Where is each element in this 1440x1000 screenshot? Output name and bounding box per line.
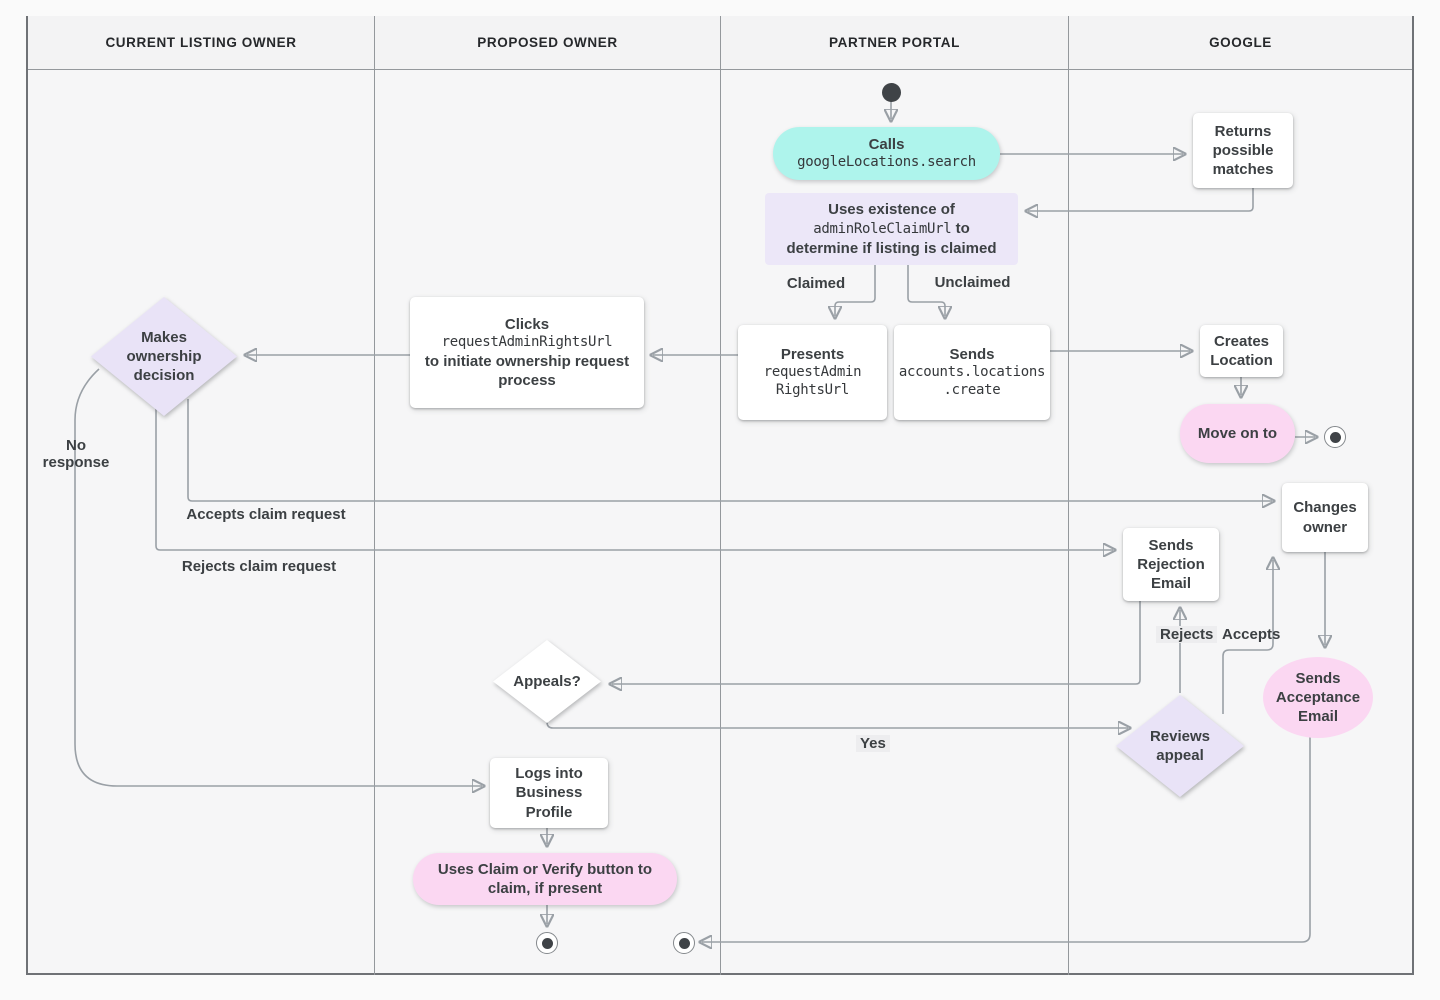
node-text: Makes ownership decision: [126, 328, 202, 385]
end-node-dot: [541, 937, 553, 949]
edge-acceptance-email-to-end: [702, 737, 1311, 942]
sends-acceptance-email-node: Sends Acceptance Email: [1263, 657, 1373, 738]
node-text: Appeals?: [513, 672, 581, 690]
edge-label-rejects-claim-request: Rejects claim request: [181, 558, 337, 575]
changes-owner-node: Changes owner: [1282, 483, 1368, 552]
returns-possible-matches-node: Returns possible matches: [1193, 113, 1293, 188]
node-text: Uses Claim or Verify button to claim, if…: [437, 860, 653, 897]
lane-divider-1: [374, 16, 720, 975]
node-line3: determine if listing is claimed: [786, 239, 997, 257]
node-code: accounts.locations .create: [898, 364, 1046, 399]
appeals-diamond: Appeals?: [493, 640, 601, 723]
node-text: Logs into Business Profile: [515, 765, 583, 821]
node-text: Changes owner: [1293, 499, 1357, 536]
creates-location-node: Creates Location: [1200, 325, 1283, 377]
lane-header-current-listing-owner: CURRENT LISTING OWNER: [28, 16, 374, 70]
start-node: [882, 83, 901, 102]
end-node-dot: [678, 937, 690, 949]
node-text: Creates Location: [1210, 332, 1273, 369]
lane-divider-2: [720, 16, 1068, 975]
node-rest: to initiate ownership request process: [424, 352, 630, 390]
edge-label-claimed: Claimed: [786, 275, 846, 292]
lane-header-label: PROPOSED OWNER: [477, 35, 618, 50]
lane-header-label: PARTNER PORTAL: [829, 35, 960, 50]
node-text: Move on to: [1197, 424, 1278, 442]
end-node-claim-flow: [536, 932, 558, 954]
node-line2: adminRoleClaimUrl to: [813, 219, 970, 239]
node-code: adminRoleClaimUrl: [813, 221, 952, 238]
lane-header-proposed-owner: PROPOSED OWNER: [375, 16, 720, 70]
lane-header-label: CURRENT LISTING OWNER: [105, 35, 297, 50]
edge-accepts-claim-to-changes-owner: [187, 399, 1272, 501]
presents-request-admin-rights-url-node: Presents requestAdmin RightsUrl: [738, 325, 887, 420]
end-node-dot: [1329, 431, 1341, 443]
edge-reviews-accepts-to-changes-owner: [1222, 560, 1273, 714]
edge-appeals-yes-to-reviews: [546, 722, 1128, 728]
node-text: Sends Rejection Email: [1137, 536, 1205, 593]
lane-header-label: GOOGLE: [1209, 35, 1272, 50]
node-title: Sends: [949, 346, 995, 363]
node-text: Reviews appeal: [1149, 727, 1211, 764]
edge-returns-to-uses: [1028, 188, 1254, 211]
edge-rejects-claim-to-rejection-email: [155, 407, 1113, 550]
edge-label-yes: Yes: [856, 735, 890, 752]
lane-header-google: GOOGLE: [1069, 16, 1412, 70]
edge-label-accepts: Accepts: [1222, 626, 1281, 643]
node-title: Calls: [868, 135, 905, 153]
node-title: Clicks: [504, 315, 550, 333]
node-code: requestAdminRightsUrl: [441, 333, 613, 350]
node-line1: Uses existence of: [828, 200, 955, 218]
edge-unclaimed-to-sends: [907, 265, 945, 316]
reviews-appeal-diamond: Reviews appeal: [1116, 695, 1244, 797]
edge-label-unclaimed: Unclaimed: [934, 274, 1011, 291]
node-title: Presents: [780, 346, 845, 363]
move-on-to-node: Move on to: [1180, 404, 1295, 463]
sends-rejection-email-node: Sends Rejection Email: [1123, 528, 1219, 601]
end-node-acceptance-flow: [673, 932, 695, 954]
lane-header-partner-portal: PARTNER PORTAL: [721, 16, 1068, 70]
calls-google-locations-search-node: Calls googleLocations.search: [773, 127, 1000, 180]
makes-ownership-decision-diamond: Makes ownership decision: [91, 297, 237, 416]
node-text: Sends Acceptance Email: [1275, 669, 1361, 726]
logs-into-business-profile-node: Logs into Business Profile: [490, 758, 608, 828]
node-code: googleLocations.search: [797, 154, 976, 171]
sends-accounts-locations-create-node: Sends accounts.locations .create: [894, 325, 1050, 420]
edge-label-accepts-claim-request: Accepts claim request: [186, 506, 346, 523]
lane-divider-3: [1068, 16, 1414, 975]
edge-label-no-response: No response: [42, 437, 110, 471]
edge-no-response-to-logs-into: [74, 368, 482, 786]
end-node-create-flow: [1324, 426, 1346, 448]
clicks-request-admin-rights-url-node: Clicks requestAdminRightsUrl to initiate…: [410, 297, 644, 408]
edge-label-rejects: Rejects: [1156, 626, 1218, 643]
node-code: requestAdmin RightsUrl: [763, 364, 862, 399]
node-line2-tail: to: [951, 220, 970, 238]
node-text: Returns possible matches: [1212, 122, 1274, 179]
uses-existence-of-admin-role-claim-url-node: Uses existence of adminRoleClaimUrl to d…: [765, 193, 1018, 265]
edge-claimed-to-presents: [835, 265, 876, 316]
edge-rejection-email-to-appeals: [612, 601, 1141, 684]
uses-claim-or-verify-node: Uses Claim or Verify button to claim, if…: [413, 853, 677, 905]
